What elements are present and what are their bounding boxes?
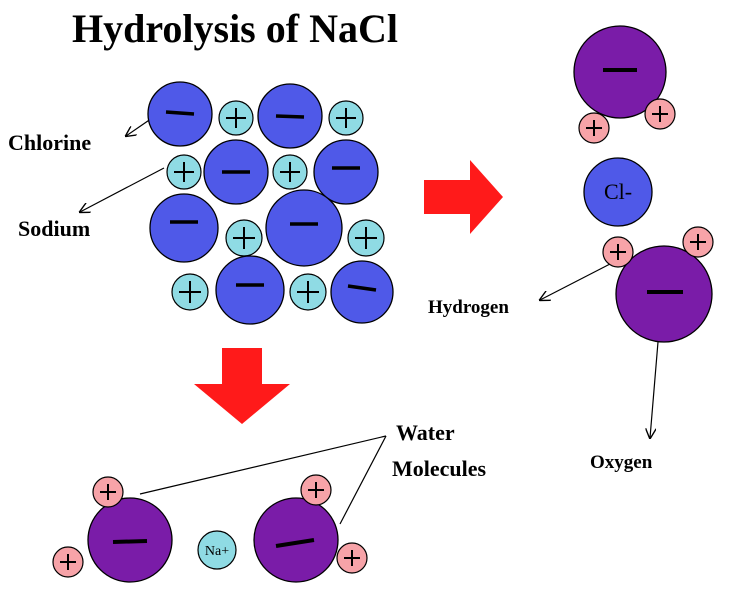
chloride-ion [149, 193, 219, 263]
sodium-label: Sodium [18, 216, 90, 241]
water-pointer-left [139, 435, 387, 495]
chlorine-label: Chlorine [8, 130, 91, 155]
chloride-ion-free: Cl- [583, 157, 653, 227]
water-molecule-top [573, 25, 676, 144]
hydrogen-pointer [540, 263, 611, 300]
water-molecule-bottom-right [253, 474, 368, 583]
na-ion-label: Na+ [205, 544, 229, 559]
down-arrow [194, 348, 290, 424]
water-label-line1: Water [396, 420, 455, 445]
chloride-ion [313, 139, 379, 205]
sodium-ion [347, 219, 385, 257]
sodium-ion [272, 154, 308, 190]
sodium-ion [289, 273, 327, 311]
chloride-ion [257, 83, 323, 149]
chloride-ion [203, 139, 269, 205]
sodium-ion [171, 273, 209, 311]
right-arrow [424, 160, 503, 234]
chloride-ion [147, 81, 213, 147]
hydrogen-label: Hydrogen [428, 297, 509, 318]
chloride-ion [215, 255, 285, 325]
oxygen-label: Oxygen [590, 452, 653, 473]
water-label-line2: Molecules [392, 456, 487, 481]
chloride-ion [330, 260, 394, 324]
sodium-ion-free: Na+ [197, 530, 237, 570]
sodium-ion [166, 154, 202, 190]
diagram-title: Hydrolysis of NaCl [72, 6, 398, 51]
sodium-ion [225, 219, 263, 257]
cl-ion-label: Cl- [604, 179, 632, 204]
oxygen-pointer [650, 341, 659, 438]
water-molecule-bottom-left [52, 476, 173, 583]
sodium-pointer [80, 167, 165, 212]
chloride-ion [265, 189, 343, 267]
water-pointer-right [339, 435, 387, 525]
sodium-ion [218, 100, 254, 136]
sodium-ion [328, 100, 364, 136]
water-molecule-right [602, 226, 714, 343]
